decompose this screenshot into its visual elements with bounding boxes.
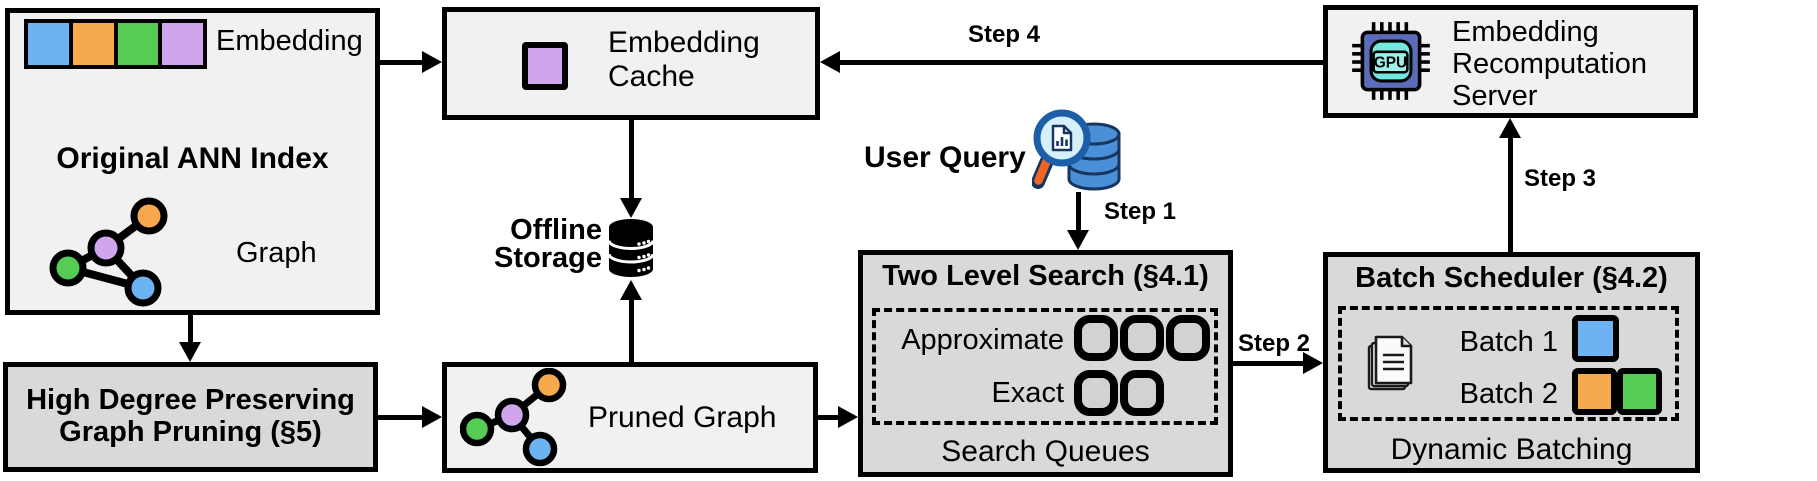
arrowhead <box>179 342 201 362</box>
arrowhead <box>422 51 442 73</box>
embedding-cell-purple <box>162 23 203 65</box>
batch2-square-green <box>1617 368 1662 415</box>
graph-pruning-box: High Degree Preserving Graph Pruning (§5… <box>3 362 378 472</box>
dynamic-batching-dashed-frame <box>1338 306 1679 421</box>
arrow-ann-to-pruning <box>188 315 193 344</box>
two-level-search-box <box>858 250 1233 477</box>
arrow-search-to-batch <box>1233 361 1305 366</box>
arrowhead <box>620 198 642 218</box>
embedding-cell-blue <box>28 23 69 65</box>
arrow-batch-to-server <box>1508 136 1513 252</box>
step2-label: Step 2 <box>1238 330 1311 357</box>
arrowhead <box>838 406 858 428</box>
query-search-icon <box>1032 109 1121 191</box>
arrow-cache-to-storage <box>629 120 634 200</box>
embedding-vector-icon <box>24 19 207 69</box>
approximate-queue-icons <box>1074 315 1210 361</box>
arrow-pruning-to-pruned <box>378 415 422 420</box>
graph-label: Graph <box>236 237 317 269</box>
arrow-ann-to-cache <box>380 60 424 65</box>
step1-label: Step 1 <box>1104 198 1177 225</box>
search-queues-dashed-frame <box>872 308 1218 425</box>
exact-queue-icons <box>1074 370 1164 416</box>
batch2-label: Batch 2 <box>1459 378 1558 410</box>
embedding-label: Embedding <box>216 25 363 57</box>
embedding-cache-box <box>442 7 820 120</box>
queue-slot-icon <box>1074 370 1118 416</box>
batch1-label: Batch 1 <box>1459 326 1558 358</box>
dynamic-batching-caption: Dynamic Batching <box>1390 433 1633 466</box>
batch2-square-orange <box>1572 368 1617 415</box>
arrowhead <box>820 51 840 73</box>
arrowhead <box>1067 230 1089 250</box>
pruned-graph-icon <box>460 368 567 467</box>
graph-icon <box>49 197 168 307</box>
batch1-square-blue <box>1572 315 1619 362</box>
arrowhead <box>620 280 642 300</box>
queue-slot-icon <box>1166 315 1210 361</box>
arrow-server-to-cache <box>838 60 1323 65</box>
pruned-graph-box <box>442 362 818 473</box>
database-storage-icon <box>607 219 655 277</box>
approximate-label: Approximate <box>901 324 1064 356</box>
ann-index-title: Original ANN Index <box>56 142 329 175</box>
offline-storage-label: Offline Storage <box>494 214 602 274</box>
cached-embedding-icon <box>522 42 568 90</box>
gpu-chip-icon: GPU <box>1352 22 1430 100</box>
arrow-pruned-to-storage <box>629 298 634 362</box>
documents-icon <box>1367 335 1413 391</box>
user-query-label: User Query <box>864 141 1026 174</box>
embedding-cache-label: Embedding Cache <box>608 26 760 93</box>
arrow-query-to-search <box>1076 192 1081 232</box>
recomputation-server-label: Embedding Recomputation Server <box>1452 16 1648 112</box>
exact-label: Exact <box>991 377 1064 409</box>
graph-pruning-label: High Degree Preserving Graph Pruning (§5… <box>26 384 355 448</box>
queue-slot-icon <box>1074 315 1118 361</box>
search-queues-caption: Search Queues <box>941 435 1150 468</box>
step4-label: Step 4 <box>968 21 1041 48</box>
pruned-graph-label: Pruned Graph <box>588 401 777 434</box>
arrowhead <box>422 406 442 428</box>
queue-slot-icon <box>1120 315 1164 361</box>
embedding-cell-green <box>117 23 159 65</box>
two-level-search-title: Two Level Search (§4.1) <box>882 260 1209 292</box>
queue-slot-icon <box>1120 370 1164 416</box>
gpu-icon-label: GPU <box>1374 55 1407 72</box>
arrow-pruned-to-search <box>818 415 840 420</box>
step3-label: Step 3 <box>1524 165 1597 192</box>
batch-scheduler-title: Batch Scheduler (§4.2) <box>1355 262 1668 294</box>
embedding-cell-orange <box>72 23 114 65</box>
arrowhead <box>1303 352 1323 374</box>
arrowhead <box>1499 118 1521 138</box>
